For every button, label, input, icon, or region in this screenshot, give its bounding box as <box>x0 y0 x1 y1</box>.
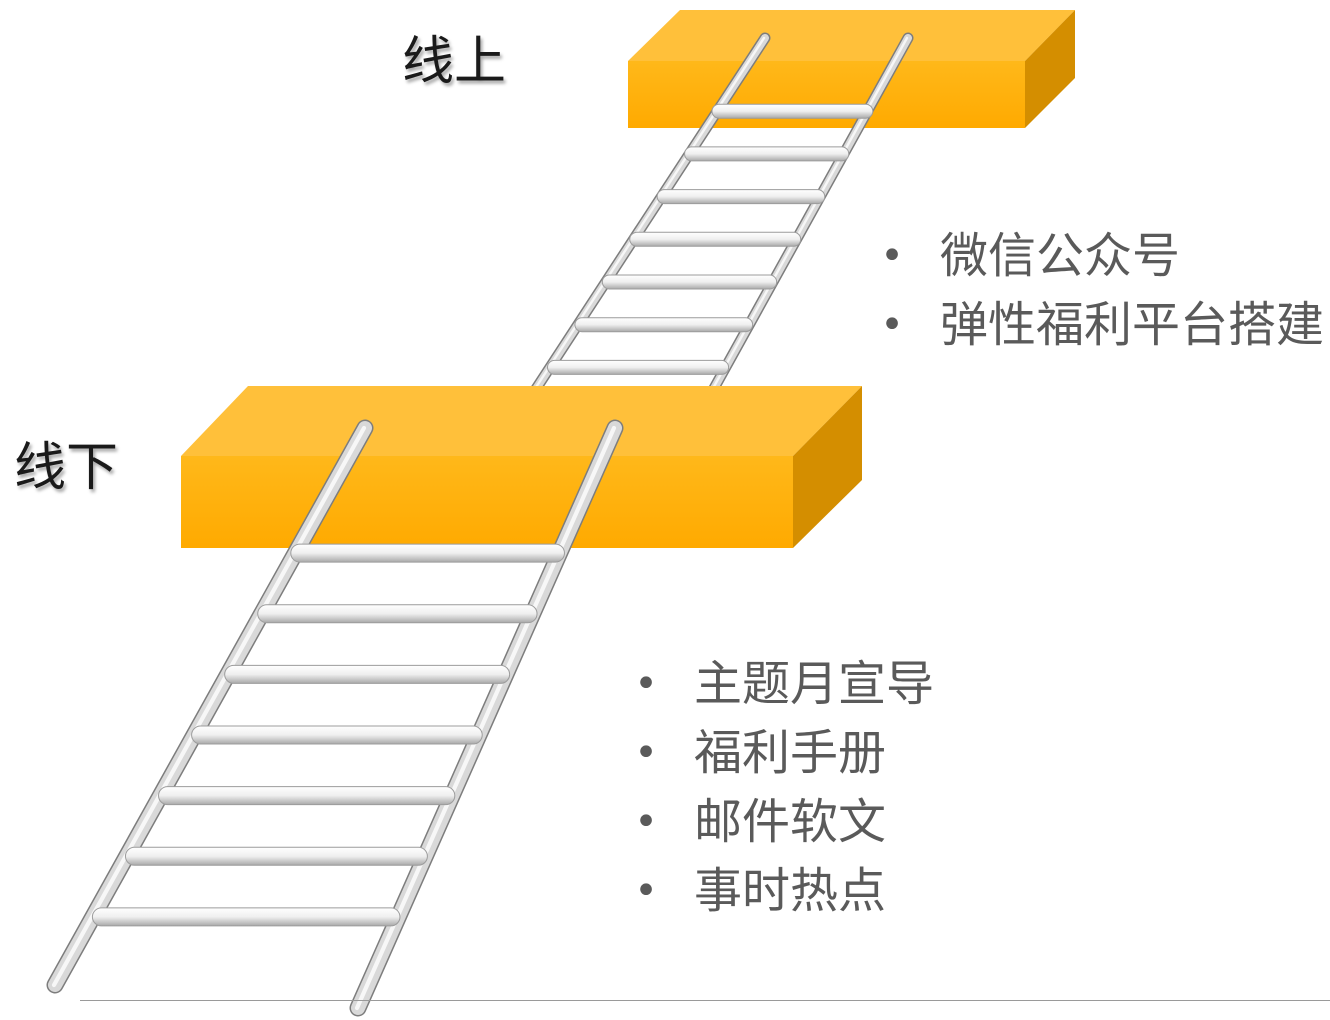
offline-list-item: •事时热点 <box>634 867 934 915</box>
online-item-text: 弹性福利平台搭建 <box>940 297 1325 353</box>
offline-block-front <box>181 456 793 548</box>
offline-channel-list: •主题月宣导 •福利手册 •邮件软文 •事时热点 <box>634 660 934 936</box>
offline-item-text: 福利手册 <box>694 725 887 781</box>
online-block-top <box>628 10 1075 61</box>
ladder-rung <box>191 725 483 745</box>
offline-list-item: •福利手册 <box>634 729 934 777</box>
bullet-dot: • <box>880 233 904 279</box>
offline-item-text: 事时热点 <box>694 863 887 919</box>
ladder-rung <box>656 189 826 205</box>
offline-label: 线下 <box>14 438 119 498</box>
ladder-rung <box>684 146 850 162</box>
online-channel-list: •微信公众号 •弹性福利平台搭建 <box>880 232 1324 370</box>
online-block-side <box>1025 10 1075 128</box>
ladder-rung <box>224 664 511 684</box>
bullet-dot: • <box>634 730 658 776</box>
ladder-rung <box>711 103 874 119</box>
bullet-dot: • <box>634 661 658 707</box>
ladder-rung <box>547 359 730 375</box>
offline-list-item: •主题月宣导 <box>634 660 934 708</box>
online-ladder <box>524 32 914 416</box>
online-list-item: •微信公众号 <box>880 232 1324 280</box>
ladder-rail-right-highlight <box>354 425 617 1011</box>
bullet-dot: • <box>634 868 658 914</box>
ladder-rung <box>124 846 428 866</box>
ladder-rung <box>290 543 565 563</box>
online-list-item: •弹性福利平台搭建 <box>880 301 1324 349</box>
ladder-rung <box>629 231 802 247</box>
ladder-rail-left-highlight <box>527 36 766 400</box>
offline-block-top <box>181 386 862 456</box>
ladder-rung <box>158 786 456 806</box>
offline-item-text: 主题月宣导 <box>694 656 935 712</box>
ladder-rail-right-highlight <box>699 36 909 412</box>
ladder-rail-left-highlight <box>51 425 367 988</box>
offline-list-item: •邮件软文 <box>634 798 934 846</box>
ladder-rung <box>574 317 754 333</box>
online-label: 线上 <box>402 32 507 92</box>
bullet-dot: • <box>880 302 904 348</box>
offline-item-text: 邮件软文 <box>694 794 887 850</box>
footer-divider <box>80 1000 1330 1001</box>
offline-platform-block <box>181 386 862 548</box>
bullet-dot: • <box>634 799 658 845</box>
ladder-rung <box>601 274 778 290</box>
ladder-rung <box>257 604 538 624</box>
ladder-rung <box>91 907 401 927</box>
offline-ladder <box>46 419 624 1017</box>
online-item-text: 微信公众号 <box>940 228 1181 284</box>
offline-block-side <box>793 386 862 548</box>
